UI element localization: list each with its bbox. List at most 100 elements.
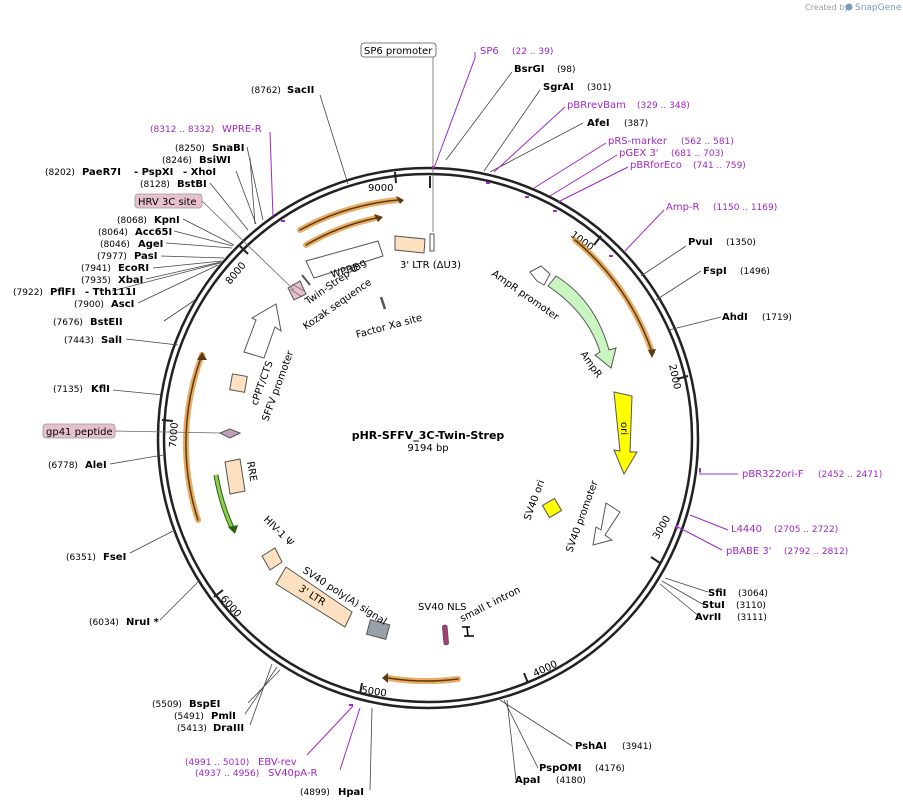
site-avrii: AvrII [695, 612, 721, 623]
site-sfii-pos: (3064) [738, 589, 768, 599]
tick-7000 [161, 419, 174, 422]
site-agei-pos: (8046) [100, 240, 130, 250]
label-sv40-nls: SV40 NLS [418, 602, 467, 613]
orf-arrowhead-bottom [382, 673, 388, 683]
site-fspi: FspI [703, 266, 727, 277]
site-bsiwi-pos: (8246) [162, 156, 192, 166]
site-apai: ApaI [515, 775, 540, 786]
site-pmli-pos: (5491) [174, 712, 204, 722]
label-sp6-promoter: SP6 promoter [364, 46, 433, 57]
snapgene-logo-icon [845, 3, 853, 11]
site-xbai: XbaI [118, 275, 143, 286]
sv40-promoter-arrow [592, 502, 621, 546]
site-hpai: HpaI [338, 787, 364, 798]
kozak-mark [301, 274, 311, 286]
ori-arrow [613, 391, 638, 476]
site-leader-lines [109, 71, 722, 791]
plasmid-size: 9194 bp [407, 443, 448, 454]
tick-6000 [213, 589, 224, 598]
orf-arc-ampr [572, 237, 655, 355]
site-fspi-pos: (1496) [740, 267, 770, 277]
factor-xa-mark [379, 296, 387, 310]
site-fsei-pos: (6351) [66, 553, 96, 563]
site-pspomi: PspOMI [539, 763, 581, 774]
tick-label-5000: 5000 [361, 685, 388, 699]
site-stui-pos: (3110) [736, 601, 766, 611]
site-pasi: PasI [134, 251, 157, 262]
tick-label-9000: 9000 [368, 183, 393, 194]
primer-pbrforeco: pBRforEco [630, 160, 682, 171]
site-pmli: PmlI [211, 711, 236, 722]
sv40-polya-box [365, 619, 391, 640]
primers: SP6 (22 .. 39) pBRrevBam (329 .. 348) pR… [150, 46, 882, 779]
orf-arcs [182, 197, 655, 685]
label-rre: RRE [244, 461, 258, 483]
site-bspei: BspEI [189, 699, 220, 710]
site-paer7i-pos: (8202) [45, 168, 75, 178]
primer-ebv-rev: EBV-rev [258, 757, 297, 768]
site-ecori: EcoRI [118, 263, 149, 274]
primer-pgex3-range: (681 .. 703) [671, 149, 724, 159]
site-sfii: SfiI [708, 588, 726, 599]
label-sv40-ori: SV40 ori [522, 479, 547, 522]
site-nrui-pos: (6034) [89, 618, 119, 628]
site-sacii: SacII [287, 85, 314, 96]
hiv-green-arc [214, 474, 234, 529]
restriction-sites: (8762) SacII BsrGI (98) SgrAI (301) AfeI… [13, 64, 792, 798]
label-ampr-promoter: AmpR promoter [489, 268, 561, 323]
primer-amp-r-range: (1150 .. 1169) [713, 203, 777, 213]
site-sali: SalI [101, 335, 122, 346]
primer-pgex3: pGEX 3' [619, 148, 659, 159]
rre-box [224, 458, 246, 495]
orf-arc-ampr-line [574, 239, 653, 353]
backbone-outer [156, 166, 700, 710]
orf-arrowhead-top-1 [396, 196, 404, 204]
site-xbai-pos: (7935) [81, 276, 111, 286]
site-ahdi-pos: (1719) [762, 313, 792, 323]
hrv3c-leader [201, 200, 295, 291]
site-bsiwi: BsiWI [199, 155, 231, 166]
tick-9000 [394, 171, 397, 184]
site-paer7i: PaeR7I [82, 167, 121, 178]
primer-prs-marker-range: (562 .. 581) [681, 137, 734, 147]
site-pflfi: PflFI [50, 287, 75, 298]
tick-1000 [593, 235, 602, 246]
site-pasi-pos: (7977) [97, 252, 127, 262]
tick-4000 [523, 672, 529, 684]
site-pshai-pos: (3941) [622, 742, 652, 752]
orf-arrowhead-top-2 [374, 214, 383, 222]
orf-arc-left-line [185, 354, 203, 521]
primer-sp6: SP6 [480, 46, 499, 57]
site-hpai-pos: (4899) [300, 788, 330, 798]
site-pflfi-pos: (7922) [13, 288, 43, 298]
tick-label-7000: 7000 [168, 422, 181, 448]
primer-pbabe3-range: (2792 .. 2812) [784, 547, 848, 557]
gp41-leader [114, 430, 221, 434]
site-avrii-pos: (3111) [737, 613, 767, 623]
primer-l4440: L4440 [731, 524, 762, 535]
site-bstbi: BstBI [177, 179, 207, 190]
primer-pbr322ori-f-range: (2452 .. 2471) [818, 470, 882, 480]
site-sgrai: SgrAI [543, 82, 574, 93]
twin-strep-tag-mark [287, 280, 307, 301]
tick-marks [161, 171, 689, 695]
site-bsteii-pos: (7676) [53, 318, 83, 328]
site-snabi-pos: (8250) [175, 144, 205, 154]
site-bsteii: BstEII [90, 317, 123, 328]
sv40-nls-box [442, 624, 449, 646]
gp41-marker [218, 428, 242, 439]
primer-pbrforeco-range: (741 .. 759) [693, 161, 746, 171]
tick-2000 [676, 375, 689, 380]
backbone-inner [162, 172, 694, 704]
primer-l4440-range: (2705 .. 2722) [774, 525, 838, 535]
label-3ltr-du3: 3' LTR (ΔU3) [400, 260, 461, 271]
tick-label-3000: 3000 [651, 514, 673, 542]
label-gp41-peptide: gp41 peptide [46, 427, 113, 438]
orf-arrowhead-ampr [648, 349, 656, 358]
site-ecori-pos: (7941) [81, 264, 111, 274]
tick-5000 [359, 682, 363, 695]
orf-arrowheads [197, 196, 656, 683]
site-acc65i: Acc65I [135, 227, 172, 238]
